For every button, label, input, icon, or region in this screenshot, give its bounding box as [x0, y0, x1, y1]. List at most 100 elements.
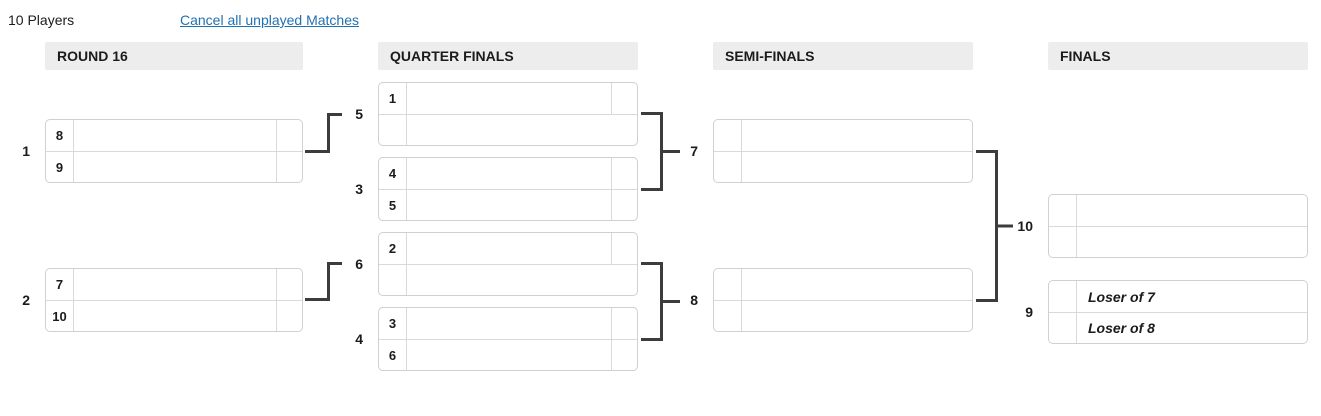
player-name: [1077, 227, 1307, 257]
player-slot: 7: [46, 269, 302, 300]
seed-cell: 4: [379, 158, 407, 189]
seed-cell: [1049, 195, 1077, 226]
seed-cell: 5: [379, 190, 407, 220]
seed-cell: [714, 152, 742, 182]
seed-cell: [379, 115, 407, 145]
match-3: 3 4 5: [355, 157, 638, 221]
seed-cell: 1: [379, 83, 407, 114]
score-cell: [276, 269, 302, 300]
match-box[interactable]: 3 6: [378, 307, 638, 371]
player-name: [74, 120, 276, 151]
player-slot: [714, 300, 972, 331]
match-6: 6 2: [355, 232, 638, 296]
player-name: [407, 115, 637, 145]
seed-cell: 2: [379, 233, 407, 264]
seed-cell: 3: [379, 308, 407, 339]
player-name: [1077, 195, 1307, 226]
seed-cell: [1049, 281, 1077, 312]
player-slot: [379, 114, 637, 145]
match-5: 5 1: [355, 82, 638, 146]
seed-cell: 7: [46, 269, 74, 300]
player-slot: [714, 269, 972, 300]
match-1: 1 8 9: [22, 119, 303, 183]
seed-cell: 10: [46, 301, 74, 331]
match-box[interactable]: [713, 268, 973, 332]
player-name: [742, 269, 972, 300]
player-name: [407, 233, 611, 264]
match-box[interactable]: [1048, 194, 1308, 258]
match-2: 2 7 10: [22, 268, 303, 332]
player-name: [407, 340, 611, 370]
match-number: 8: [690, 292, 698, 308]
seed-cell: [379, 265, 407, 295]
player-slot: 2: [379, 233, 637, 264]
player-slot: Loser of 7: [1049, 281, 1307, 312]
score-cell: [611, 233, 637, 264]
player-slot: 5: [379, 189, 637, 220]
column-header-semi-finals: SEMI-FINALS: [713, 42, 973, 70]
player-slot: [714, 120, 972, 151]
seed-cell: [714, 269, 742, 300]
match-number: 5: [355, 106, 363, 122]
score-cell: [276, 301, 302, 331]
player-slot: [1049, 226, 1307, 257]
player-slot: 3: [379, 308, 637, 339]
match-number: 4: [355, 331, 363, 347]
match-number: 2: [22, 292, 30, 308]
match-number: 1: [22, 143, 30, 159]
match-7: 7: [690, 119, 973, 183]
seed-cell: [1049, 313, 1077, 343]
player-slot: 1: [379, 83, 637, 114]
players-count-label: 10 Players: [8, 12, 75, 28]
column-header-finals: FINALS: [1048, 42, 1308, 70]
player-name: [407, 158, 611, 189]
match-9: 9 Loser of 7 Loser of 8: [1025, 280, 1308, 344]
score-cell: [276, 152, 302, 182]
seed-cell: 8: [46, 120, 74, 151]
player-slot: Loser of 8: [1049, 312, 1307, 343]
player-slot: [714, 151, 972, 182]
player-slot: 8: [46, 120, 302, 151]
seed-cell: [714, 301, 742, 331]
player-name: [407, 190, 611, 220]
seed-cell: [714, 120, 742, 151]
seed-cell: 9: [46, 152, 74, 182]
seed-cell: [1049, 227, 1077, 257]
match-number: 3: [355, 181, 363, 197]
player-name-placeholder: Loser of 7: [1088, 288, 1155, 305]
player-slot: [1049, 195, 1307, 226]
player-name: [74, 269, 276, 300]
match-box[interactable]: 2: [378, 232, 638, 296]
player-name: [742, 120, 972, 151]
score-cell: [611, 83, 637, 114]
match-box[interactable]: 1: [378, 82, 638, 146]
score-cell: [611, 158, 637, 189]
match-8: 8: [690, 268, 973, 332]
player-slot: 6: [379, 339, 637, 370]
match-box[interactable]: 7 10: [45, 268, 303, 332]
player-name: [74, 152, 276, 182]
player-name: [742, 152, 972, 182]
match-box[interactable]: [713, 119, 973, 183]
player-slot: [379, 264, 637, 295]
score-cell: [611, 190, 637, 220]
cancel-all-matches-link[interactable]: Cancel all unplayed Matches: [180, 12, 359, 28]
score-cell: [276, 120, 302, 151]
seed-cell: 6: [379, 340, 407, 370]
match-number: 10: [1017, 218, 1033, 234]
player-name: [407, 83, 611, 114]
match-10: 10: [1017, 194, 1308, 258]
player-name: [407, 265, 637, 295]
match-number: 7: [690, 143, 698, 159]
player-slot: 9: [46, 151, 302, 182]
column-header-quarter-finals: QUARTER FINALS: [378, 42, 638, 70]
player-name-placeholder: Loser of 8: [1088, 320, 1155, 336]
match-box[interactable]: Loser of 7 Loser of 8: [1048, 280, 1308, 344]
score-cell: [611, 340, 637, 370]
player-name: [407, 308, 611, 339]
match-box[interactable]: 8 9: [45, 119, 303, 183]
player-slot: 10: [46, 300, 302, 331]
column-header-round-16: ROUND 16: [45, 42, 303, 70]
match-box[interactable]: 4 5: [378, 157, 638, 221]
score-cell: [611, 308, 637, 339]
